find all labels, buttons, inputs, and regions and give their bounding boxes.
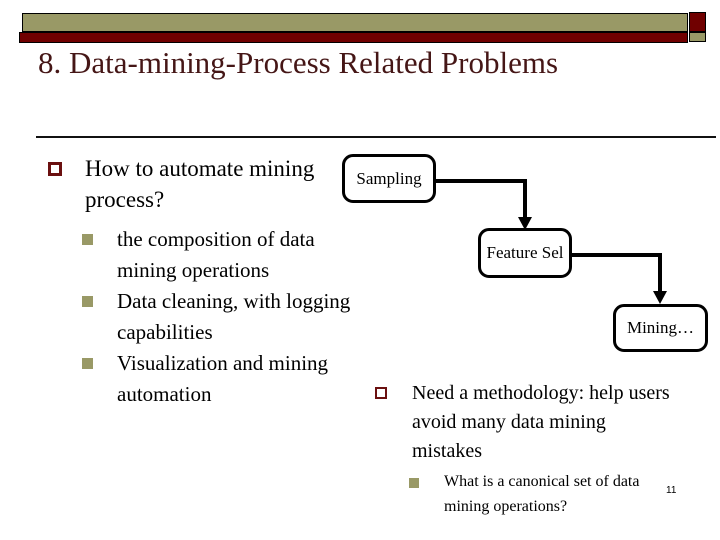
flow-node-feature-selection: Feature Sel [478,228,572,278]
flow-node-label: Sampling [356,168,422,188]
arrow-feature-to-mining [572,253,662,291]
flow-node-mining: Mining… [613,304,708,352]
sub-bullet-text: the composition of data mining operation… [117,227,315,282]
flow-node-sampling: Sampling [342,154,436,203]
flow-node-label: Feature Sel [486,243,564,262]
sub-bullet-item: the composition of data mining operation… [82,224,357,286]
filled-square-bullet-icon [409,478,419,488]
slide-title: 8. Data-mining-Process Related Problems [38,45,559,80]
filled-square-bullet-icon [82,234,93,245]
arrow-sampling-to-feature [436,179,527,217]
top-corner-red-square [689,12,706,32]
filled-square-bullet-icon [82,358,93,369]
bullet-item-automate: How to automate mining process? [48,153,348,215]
filled-square-bullet-icon [82,296,93,307]
sub-bullet-text: Data cleaning, with logging capabilities [117,289,351,344]
title-divider-line [36,136,716,138]
sub-bullet-item: Data cleaning, with logging capabilities [82,286,357,348]
sub-bullet-list: the composition of data mining operation… [82,224,357,410]
top-bar-dark-red [19,32,688,43]
bullet-text: How to automate mining process? [85,156,315,212]
sub-bullet-item: Visualization and mining automation [82,348,357,410]
sub-bullet-text: What is a canonical set of data mining o… [444,473,640,515]
flow-node-label: Mining… [626,318,695,337]
page-number: 11 [666,485,677,496]
sub-bullet-item: What is a canonical set of data mining o… [409,469,689,519]
bullet-text: Need a methodology: help users avoid man… [412,382,670,462]
hollow-square-bullet-icon [48,162,62,176]
top-corner-khaki-square [689,32,706,42]
sub-bullet-text: Visualization and mining automation [117,351,329,406]
bullet-item-methodology: Need a methodology: help users avoid man… [375,379,685,466]
hollow-square-bullet-icon [375,387,387,399]
arrowhead-down-icon [653,291,667,304]
top-bar-khaki [22,13,688,32]
